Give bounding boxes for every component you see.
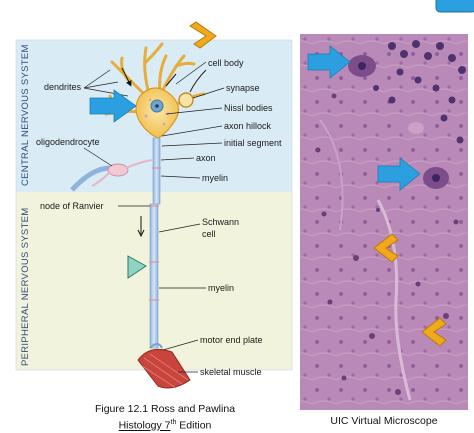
- blue-tab-icon[interactable]: [435, 0, 474, 13]
- axon-pns-shape: [149, 203, 159, 349]
- teal-triangle-marker: [127, 255, 147, 279]
- label-myelin-pns: myelin: [208, 283, 234, 293]
- label-motor-end-plate: motor end plate: [200, 335, 263, 345]
- orange-chevron-marker-left: [189, 21, 217, 49]
- oligodendrocyte-shape: [70, 159, 153, 192]
- figure-caption-line2: Histology 7th Edition: [70, 416, 260, 433]
- label-node-of-ranvier: node of Ranvier: [40, 201, 104, 211]
- label-axon-hillock: axon hillock: [224, 121, 272, 131]
- label-nissl-bodies: Nissl bodies: [224, 103, 273, 113]
- skeletal-muscle-shape: [137, 343, 191, 389]
- synapse-shape: [178, 92, 194, 108]
- micrograph-image: [300, 34, 468, 410]
- label-dendrites: dendrites: [44, 82, 82, 92]
- figure-caption-edition: Edition: [176, 419, 212, 432]
- pns-side-label: PERIPHERAL NERVOUS SYSTEM: [20, 208, 31, 366]
- label-oligodendrocyte: oligodendrocyte: [36, 137, 100, 147]
- figure-caption: Figure 12.1 Ross and Pawlina Histology 7…: [70, 402, 260, 433]
- blue-arrow-marker-top: [307, 45, 351, 79]
- label-cell-body: cell body: [208, 58, 244, 68]
- figure-caption-sup: th: [170, 419, 177, 426]
- orange-chevron-marker-1: [373, 233, 399, 263]
- micrograph-caption: UIC Virtual Microscope: [330, 415, 438, 427]
- cell-body-shape: [135, 87, 180, 139]
- micrograph: [300, 34, 468, 410]
- label-schwann-cell-line1: Schwann: [202, 217, 239, 227]
- axon-cns-shape: [152, 137, 161, 205]
- label-initial-segment: initial segment: [224, 138, 282, 148]
- label-skeletal-muscle: skeletal muscle: [200, 367, 262, 377]
- figure-caption-line1: Figure 12.1 Ross and Pawlina: [94, 403, 236, 415]
- label-axon: axon: [196, 153, 216, 163]
- blue-arrow-marker-left: [89, 89, 137, 123]
- blue-arrow-marker-middle: [377, 157, 421, 191]
- label-synapse: synapse: [226, 83, 260, 93]
- label-schwann-cell-line2: cell: [202, 229, 216, 239]
- cns-side-label: CENTRAL NERVOUS SYSTEM: [20, 44, 31, 186]
- neuron-diagram: CENTRAL NERVOUS SYSTEM PERIPHERAL NERVOU…: [15, 21, 293, 389]
- orange-chevron-marker-2: [421, 317, 447, 347]
- figure-caption-book: Histology 7: [118, 419, 171, 432]
- label-myelin-cns: myelin: [202, 173, 228, 183]
